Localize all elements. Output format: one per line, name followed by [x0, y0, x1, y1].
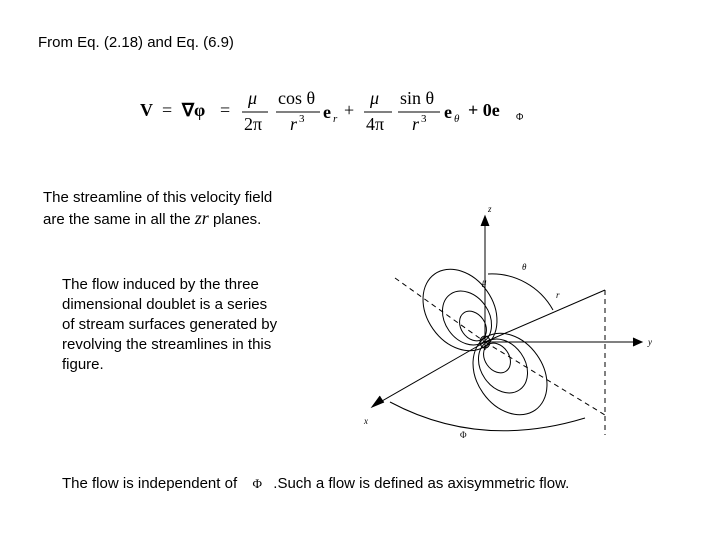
zr-symbol: zr — [194, 208, 209, 228]
formula-mu1: μ — [247, 88, 257, 108]
formula-mu2: μ — [369, 88, 379, 108]
doublet-line: figure. — [62, 356, 104, 373]
phi-symbol: Φ — [252, 476, 263, 491]
formula-eq1: = — [162, 100, 172, 120]
streamline-line-2-b: planes. — [212, 211, 262, 228]
z-axis-label: z — [487, 204, 492, 214]
r-label: r — [556, 290, 560, 300]
streamline-line-2-a: are the same in all the — [43, 211, 191, 228]
formula-er: e — [323, 102, 331, 122]
x-axis-label: x — [363, 416, 368, 426]
footer-text-a: The flow is independent of — [62, 475, 238, 492]
velocity-formula: V = ∇φ = μ 2π cos θ r 3 e r + μ 4π sin θ… — [140, 88, 523, 134]
formula-two-pi: 2π — [244, 114, 262, 134]
formula-plus2: + 0e — [468, 100, 500, 120]
doublet-line: of stream surfaces generated by — [62, 316, 278, 333]
doublet-line: The flow induced by the three — [62, 276, 259, 293]
formula-ephi-sub: Φ — [516, 112, 523, 123]
formula-r3a: r — [290, 114, 298, 134]
phi-axis-label: Φ — [460, 430, 467, 440]
streamline-paragraph: The streamline of this velocity field ar… — [43, 188, 343, 230]
doublet-line: dimensional doublet is a series — [62, 296, 268, 313]
formula-r3b-exp: 3 — [421, 113, 427, 125]
streamline-line-1: The streamline of this velocity field — [43, 189, 273, 206]
formula-r3b: r — [412, 114, 420, 134]
doublet-paragraph: The flow induced by the three dimensiona… — [62, 275, 342, 375]
formula-sin: sin θ — [400, 88, 434, 108]
doublet-line: revolving the streamlines in this — [62, 336, 272, 353]
formula-four-pi: 4π — [366, 114, 384, 134]
formula-etheta-sub: θ — [454, 113, 460, 125]
streamline-line-2: are the same in all the zr planes. — [43, 208, 343, 230]
formula-eq2: = — [220, 100, 230, 120]
theta-label: θ — [522, 262, 527, 272]
formula-lhs: V — [140, 100, 153, 120]
mu-label: μ — [481, 277, 487, 287]
formula-grad: ∇φ — [181, 100, 205, 120]
footer-text-b: .Such a flow is defined as axisymmetric … — [273, 475, 570, 492]
formula-r3a-exp: 3 — [299, 113, 305, 125]
formula-er-sub: r — [333, 113, 338, 125]
formula-etheta: e — [444, 102, 452, 122]
doublet-figure: z θ μ r y x Φ — [363, 204, 652, 440]
y-axis-label: y — [647, 337, 652, 347]
formula-plus1: + — [344, 100, 354, 120]
footer-text: The flow is independent of Φ .Such a flow… — [62, 474, 569, 494]
header-text: From Eq. (2.18) and Eq. (6.9) — [38, 34, 234, 51]
formula-cos: cos θ — [278, 88, 315, 108]
